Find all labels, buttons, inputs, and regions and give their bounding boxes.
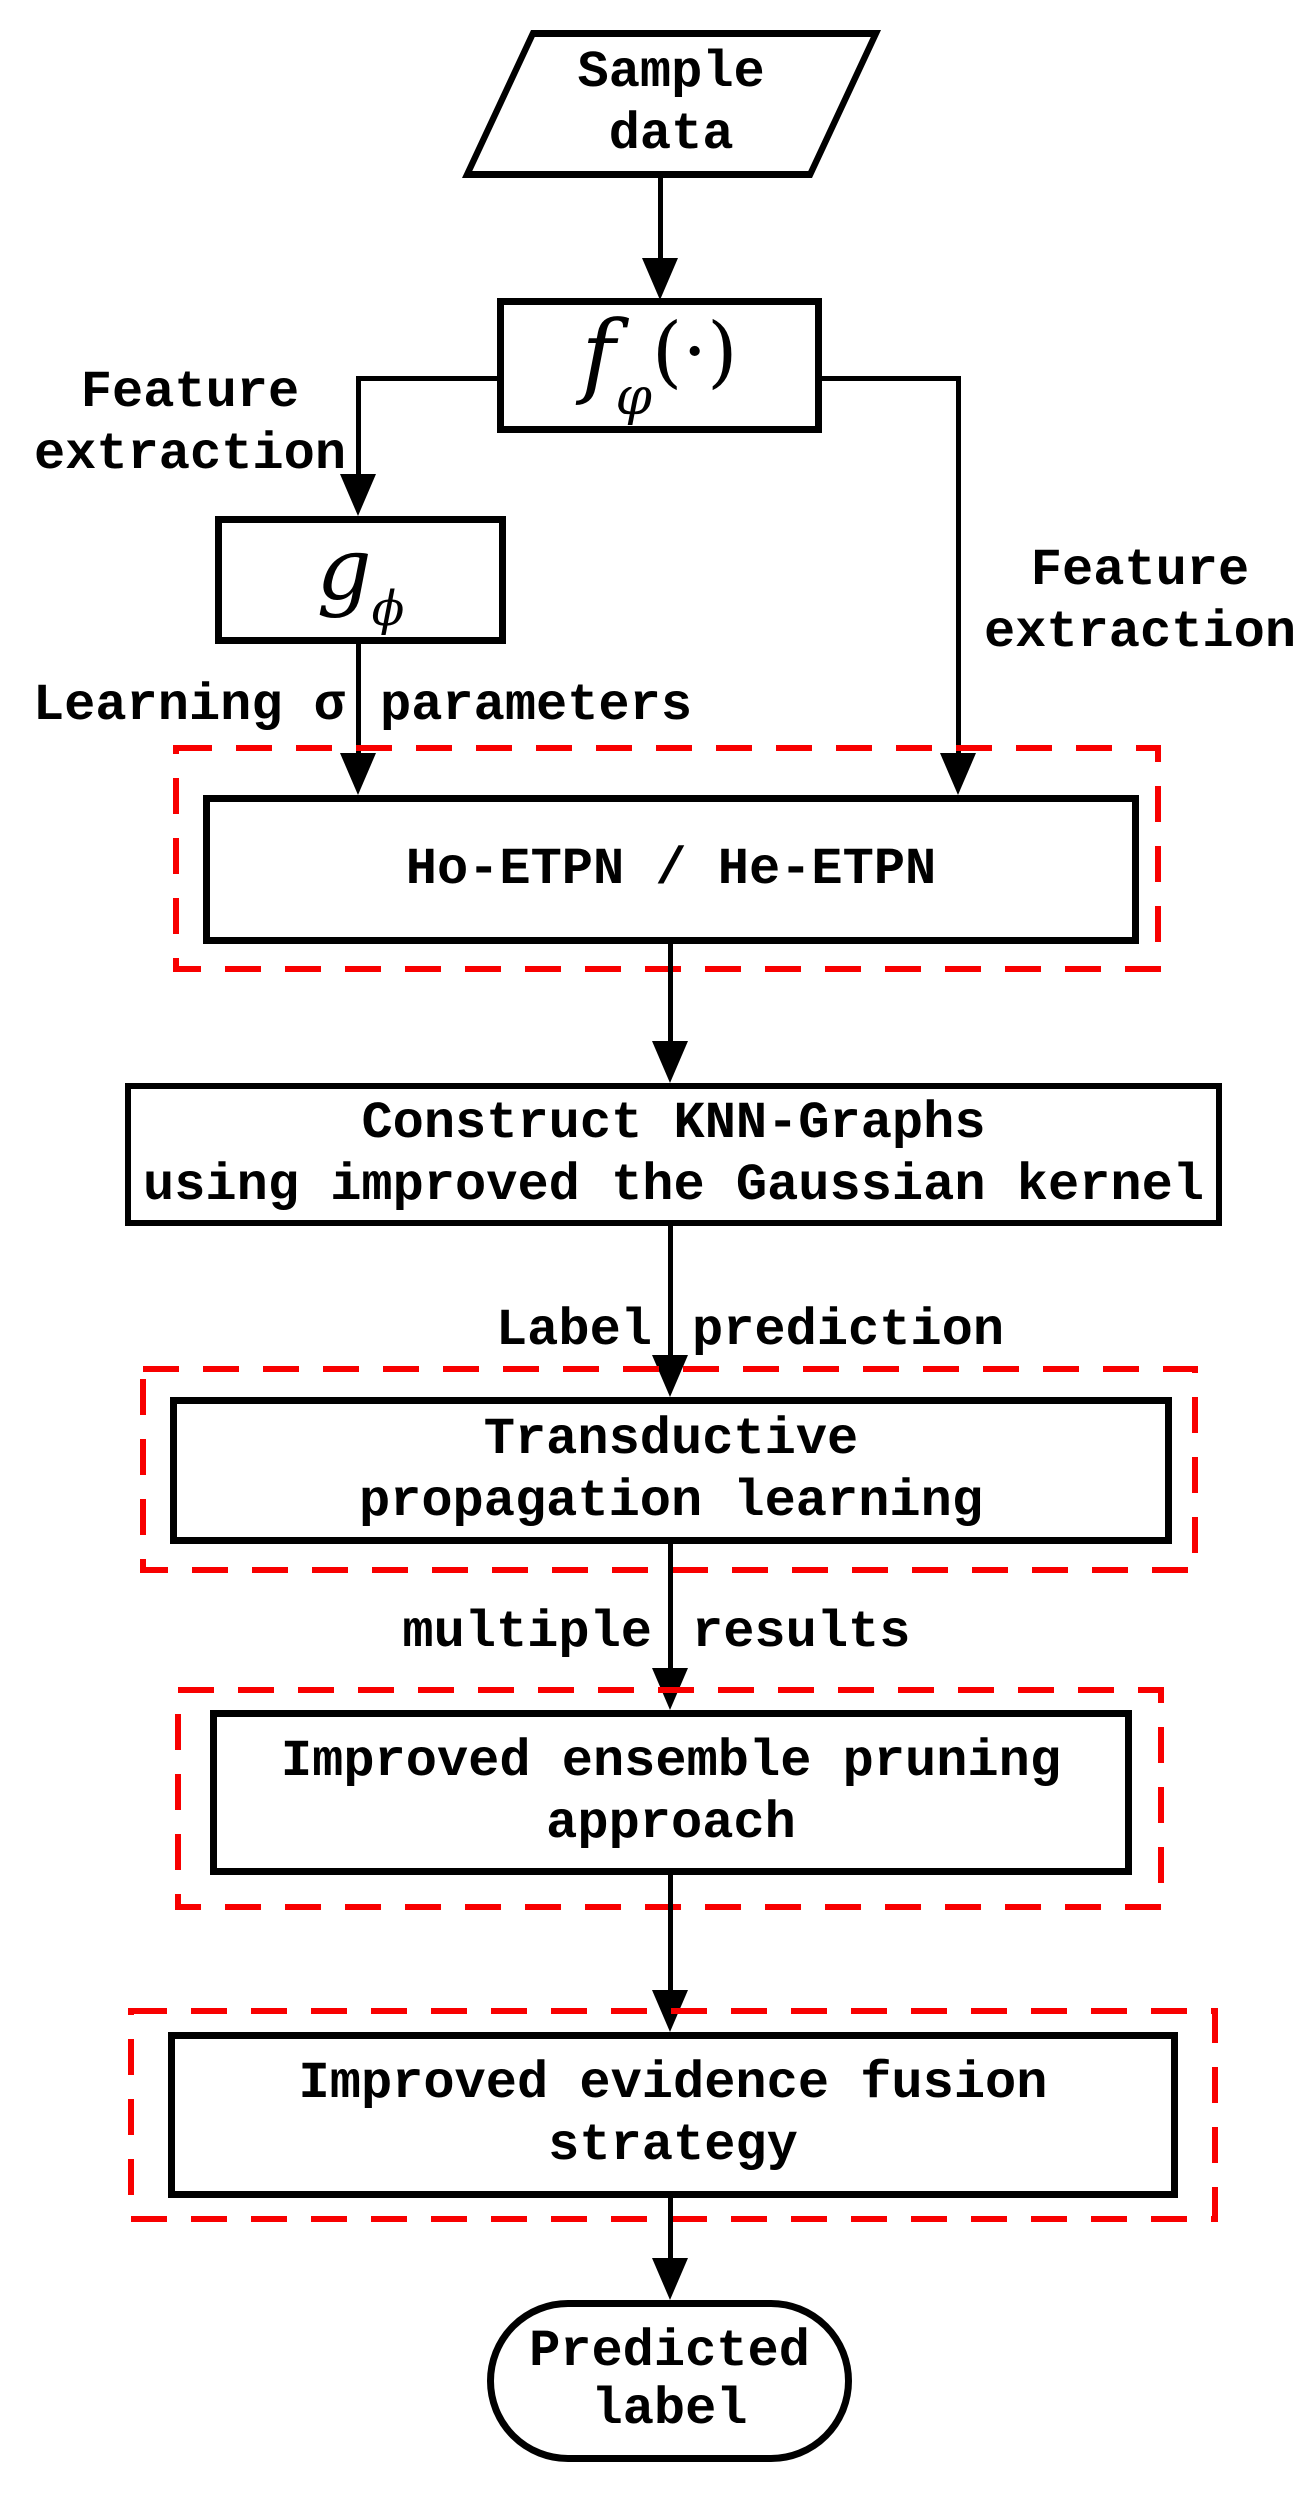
node-knn-graphs: Construct KNN-Graphs using improved the … bbox=[125, 1083, 1222, 1226]
arrow-evidence-to-predicted-head bbox=[652, 2258, 688, 2300]
label-feature-extraction-left: Feature extraction bbox=[30, 362, 350, 486]
branch-right-vertical bbox=[956, 376, 961, 753]
g-symbol: g bbox=[316, 520, 372, 620]
evidence-line2: strategy bbox=[548, 2116, 798, 2175]
node-predicted-label: Predicted label bbox=[487, 2300, 852, 2462]
arrow-f-to-hoetpn-head bbox=[940, 753, 976, 795]
transductive-line2: propagation learning bbox=[358, 1471, 984, 1531]
node-sample-data-label: Sample data bbox=[578, 42, 765, 166]
branch-left-vertical bbox=[356, 376, 361, 476]
feature-left-line2: extraction bbox=[33, 425, 347, 484]
feature-left-line1: Feature bbox=[80, 363, 300, 422]
f-args: (·) bbox=[651, 306, 738, 397]
ensemble-line1: Improved ensemble pruning bbox=[280, 1731, 1062, 1791]
arrow-ensemble-to-evidence-shaft bbox=[668, 1875, 673, 1990]
node-ensemble-pruning: Improved ensemble pruning approach bbox=[210, 1710, 1132, 1875]
node-g-function: gϕ bbox=[215, 516, 506, 644]
ho-etpn-label: Ho-ETPN / He-ETPN bbox=[405, 839, 937, 899]
label-label-prediction-right: prediction bbox=[692, 1301, 1005, 1360]
label-label-prediction-left: Label bbox=[495, 1301, 652, 1360]
label-parameters: parameters bbox=[380, 676, 693, 735]
node-transductive: Transductive propagation learning bbox=[170, 1397, 1172, 1544]
branch-left-horizontal bbox=[358, 376, 497, 381]
evidence-line1: Improved evidence fusion bbox=[298, 2054, 1048, 2113]
feature-right-line1: Feature bbox=[1030, 541, 1250, 600]
arrow-g-to-hoetpn-head bbox=[340, 753, 376, 795]
arrow-evidence-to-predicted-shaft bbox=[668, 2198, 673, 2258]
node-ho-etpn: Ho-ETPN / He-ETPN bbox=[203, 795, 1139, 944]
g-subscript: ϕ bbox=[371, 581, 405, 637]
g-function-formula: gϕ bbox=[317, 527, 405, 633]
ensemble-line2: approach bbox=[546, 1793, 796, 1853]
arrow-ensemble-to-evidence-head bbox=[652, 1990, 688, 2032]
node-sample-data: Sample data bbox=[462, 30, 882, 178]
label-feature-extraction-right: Feature extraction bbox=[980, 540, 1300, 664]
label-multiple-results-left: multiple bbox=[402, 1603, 652, 1662]
branch-right-horizontal bbox=[822, 376, 961, 381]
arrow-sample-to-f-shaft bbox=[658, 178, 663, 262]
arrow-f-to-g-head bbox=[340, 474, 376, 516]
sample-data-line2: data bbox=[609, 105, 734, 164]
transductive-line1: Transductive bbox=[483, 1409, 859, 1469]
arrow-transductive-to-ensemble-head bbox=[652, 1668, 688, 1710]
sample-data-line1: Sample bbox=[577, 43, 766, 102]
arrow-knn-to-transductive-shaft bbox=[668, 1226, 673, 1355]
knn-line1: Construct KNN-Graphs bbox=[361, 1093, 986, 1153]
f-subscript: φ bbox=[615, 366, 652, 427]
predicted-line2: label bbox=[591, 2380, 748, 2439]
arrow-hoetpn-to-knn-shaft bbox=[668, 944, 673, 1041]
arrow-hoetpn-to-knn-head bbox=[652, 1041, 688, 1083]
label-multiple-results-right: results bbox=[692, 1603, 911, 1662]
knn-line2: using improved the Gaussian kernel bbox=[143, 1155, 1204, 1215]
node-f-function: fφ(·) bbox=[497, 298, 822, 433]
arrow-transductive-to-ensemble-shaft bbox=[668, 1544, 673, 1668]
label-learning-sigma: Learning σ bbox=[32, 676, 345, 735]
arrow-g-to-hoetpn-shaft bbox=[356, 644, 361, 753]
f-function-formula: fφ(·) bbox=[581, 306, 738, 423]
feature-right-line2: extraction bbox=[983, 603, 1297, 662]
arrow-sample-to-f-head bbox=[642, 258, 678, 300]
arrow-knn-to-transductive-head bbox=[652, 1355, 688, 1397]
node-evidence-fusion: Improved evidence fusion strategy bbox=[168, 2032, 1178, 2198]
predicted-line1: Predicted bbox=[529, 2322, 810, 2381]
f-symbol: f bbox=[581, 300, 616, 408]
